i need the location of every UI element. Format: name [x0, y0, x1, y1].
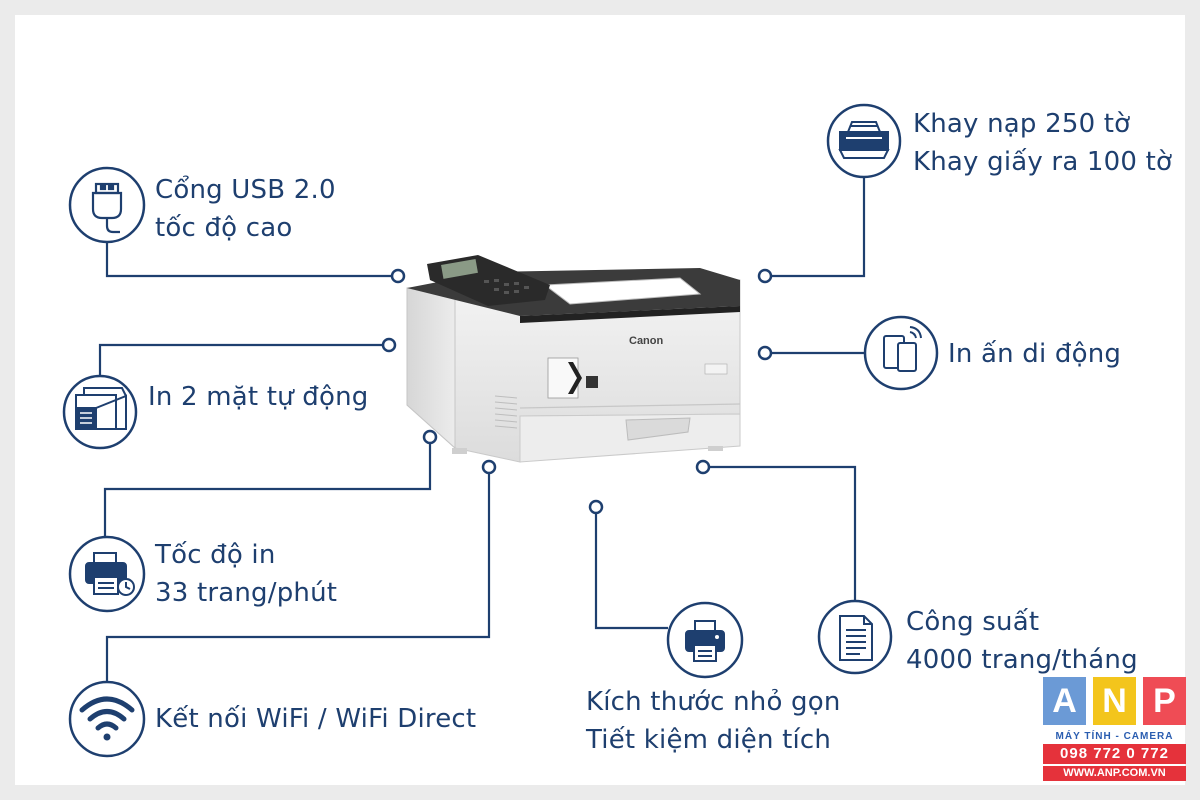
- wifi-feature-label: Kết nối WiFi / WiFi Direct: [155, 700, 476, 738]
- printer-clock-icon: [85, 552, 135, 596]
- mobile-feature-label: In ấn di động: [948, 335, 1121, 373]
- mobile-devices-icon: [883, 326, 922, 372]
- duty-feature-label: Công suất 4000 trang/tháng: [906, 603, 1138, 679]
- dot-mobile: [757, 345, 773, 361]
- dot-usb: [390, 268, 406, 284]
- duplex-feature-line1: In 2 mặt tự động: [148, 382, 369, 412]
- connector-speed: [103, 443, 432, 537]
- connector-lines: [98, 176, 866, 682]
- usb-icon-circle: [68, 166, 146, 244]
- anp-logo-letter-p: P: [1143, 677, 1186, 725]
- dot-compact: [588, 499, 604, 515]
- usb-icon: [91, 182, 123, 234]
- anp-logo-letter-n: N: [1093, 677, 1136, 725]
- tray-feature-line1: Khay nạp 250 tờ: [913, 109, 1131, 139]
- dot-duty: [695, 459, 711, 475]
- connector-wifi: [105, 473, 491, 682]
- compact-printer-icon: [685, 620, 725, 662]
- compact-feature-label: Kích thước nhỏ gọn Tiết kiệm diện tích: [586, 683, 841, 759]
- anp-logo-letter-a: A: [1043, 677, 1086, 725]
- dot-wifi: [481, 459, 497, 475]
- paper-tray-icon: [838, 121, 890, 159]
- duty-feature-line1: Công suất: [906, 607, 1040, 637]
- connector-dots: [381, 268, 773, 515]
- wifi-icon: [79, 696, 135, 741]
- duty-feature-line2: 4000 trang/tháng: [906, 645, 1138, 675]
- compact-feature-line1: Kích thước nhỏ gọn: [586, 687, 841, 717]
- speed-feature-line2: 33 trang/phút: [155, 578, 338, 608]
- connector-duty: [710, 465, 857, 602]
- dot-speed: [422, 429, 438, 445]
- anp-logo-letters: A N P: [1043, 677, 1186, 725]
- anp-logo-phone: 098 772 0 772: [1043, 744, 1186, 764]
- document-icon: [839, 615, 873, 661]
- connector-usb: [105, 242, 392, 278]
- connector-duplex: [98, 343, 383, 377]
- duplex-paper-icon: [75, 387, 127, 430]
- dot-tray: [757, 268, 773, 284]
- wifi-feature-line1: Kết nối WiFi / WiFi Direct: [155, 704, 477, 734]
- speed-feature-line1: Tốc độ in: [155, 540, 276, 570]
- anp-logo-website: WWW.ANP.COM.VN: [1043, 766, 1186, 781]
- mobile-feature-line1: In ấn di động: [948, 339, 1122, 369]
- dot-duplex: [381, 337, 397, 353]
- printer-brand: Canon: [629, 335, 664, 347]
- usb-feature-label: Cổng USB 2.0 tốc độ cao: [155, 171, 336, 247]
- tray-feature-line2: Khay giấy ra 100 tờ: [913, 147, 1173, 177]
- speed-feature-label: Tốc độ in 33 trang/phút: [155, 536, 337, 612]
- compact-feature-line2: Tiết kiệm diện tích: [586, 725, 832, 755]
- anp-logo-tagline: MÁY TÍNH - CAMERA: [1055, 731, 1174, 742]
- usb-feature-line1: Cổng USB 2.0: [155, 175, 336, 205]
- duplex-feature-label: In 2 mặt tự động: [148, 378, 368, 416]
- connector-tray: [771, 176, 866, 278]
- tray-feature-label: Khay nạp 250 tờ Khay giấy ra 100 tờ: [913, 105, 1172, 181]
- connector-compact: [594, 513, 668, 630]
- wifi-icon-circle: [68, 680, 146, 758]
- usb-feature-line2: tốc độ cao: [155, 213, 293, 243]
- anp-logo: A N P MÁY TÍNH - CAMERA 098 772 0 772 WW…: [1043, 677, 1186, 785]
- printer-image: Canon: [406, 255, 741, 463]
